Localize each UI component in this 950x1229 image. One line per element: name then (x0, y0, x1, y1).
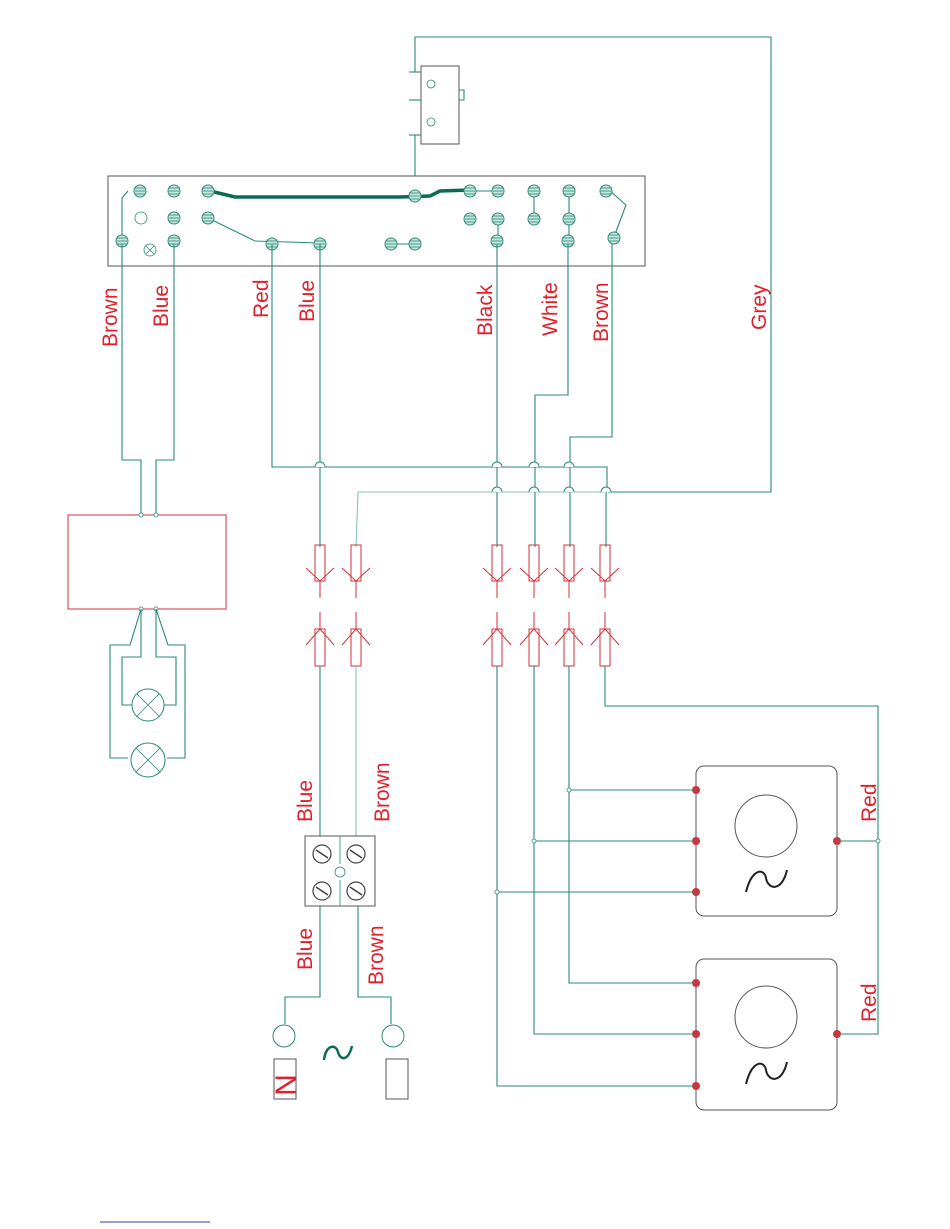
plug-connector-icon (306, 545, 334, 666)
board-pad (202, 185, 214, 197)
board-pad (528, 213, 540, 225)
neutral-label: N (270, 1074, 303, 1096)
plug-connector-icon (520, 545, 548, 666)
board-pad (385, 238, 397, 250)
board-pad (563, 185, 575, 197)
wire-crossing-hop (492, 462, 502, 467)
plug-connector-icon (555, 545, 583, 666)
supply-live (382, 1025, 408, 1099)
label-brown-2: Brown (590, 282, 613, 342)
wire-crossing-hop (315, 462, 325, 467)
label-blue-2: Blue (296, 280, 319, 322)
board-pad (168, 212, 180, 224)
motor-2 (692, 959, 841, 1110)
board-pad (464, 185, 476, 197)
board-pad (409, 190, 421, 202)
label-red: Red (250, 279, 273, 318)
board-pad (600, 185, 612, 197)
label-motor1-red: Red (858, 783, 881, 822)
wire-crossing-hop (601, 487, 611, 492)
label-blue-1: Blue (150, 285, 173, 327)
board-pad (492, 213, 504, 225)
connector-row (306, 545, 619, 666)
wire-crossing-hop (529, 487, 539, 492)
label-terminal-brown-top: Brown (371, 762, 394, 822)
board-indicator-cross-icon (144, 244, 156, 256)
label-terminal-brown-bottom: Brown (365, 925, 388, 985)
label-black: Black (474, 284, 497, 336)
label-white: White (539, 282, 562, 336)
board-pad (202, 212, 214, 224)
label-brown-1: Brown (99, 287, 122, 347)
lamp-2-icon (131, 743, 165, 777)
plug-connector-icon (591, 545, 619, 666)
board-pad (134, 185, 146, 197)
wire-crossing-hop (529, 462, 539, 467)
board-pad (563, 213, 575, 225)
supply-neutral: N (270, 1025, 303, 1099)
motor-1 (692, 766, 841, 916)
board-pad (464, 213, 476, 225)
label-terminal-blue-top: Blue (294, 780, 317, 822)
label-terminal-blue-bottom: Blue (294, 928, 317, 970)
plug-connector-icon (483, 545, 511, 666)
plug-connector-icon (342, 545, 370, 666)
wire-crossing-hop (492, 487, 502, 492)
screw-terminal-icon (313, 882, 331, 900)
board-pad (409, 238, 421, 250)
board-pad (168, 185, 180, 197)
board-pad (528, 185, 540, 197)
terminal-block (305, 836, 375, 906)
screw-terminal-icon (313, 845, 331, 863)
control-board (108, 176, 645, 266)
board-pad (608, 232, 620, 244)
ac-symbol-icon (324, 1046, 352, 1060)
label-grey: Grey (748, 284, 771, 330)
wire-crossing-hop (564, 462, 574, 467)
screw-terminal-icon (347, 882, 365, 900)
wire-crossing-hop (564, 487, 574, 492)
label-motor2-red: Red (858, 983, 881, 1022)
lamp-1-icon (132, 689, 164, 721)
board-pad (492, 185, 504, 197)
screw-terminal-icon (347, 845, 365, 863)
